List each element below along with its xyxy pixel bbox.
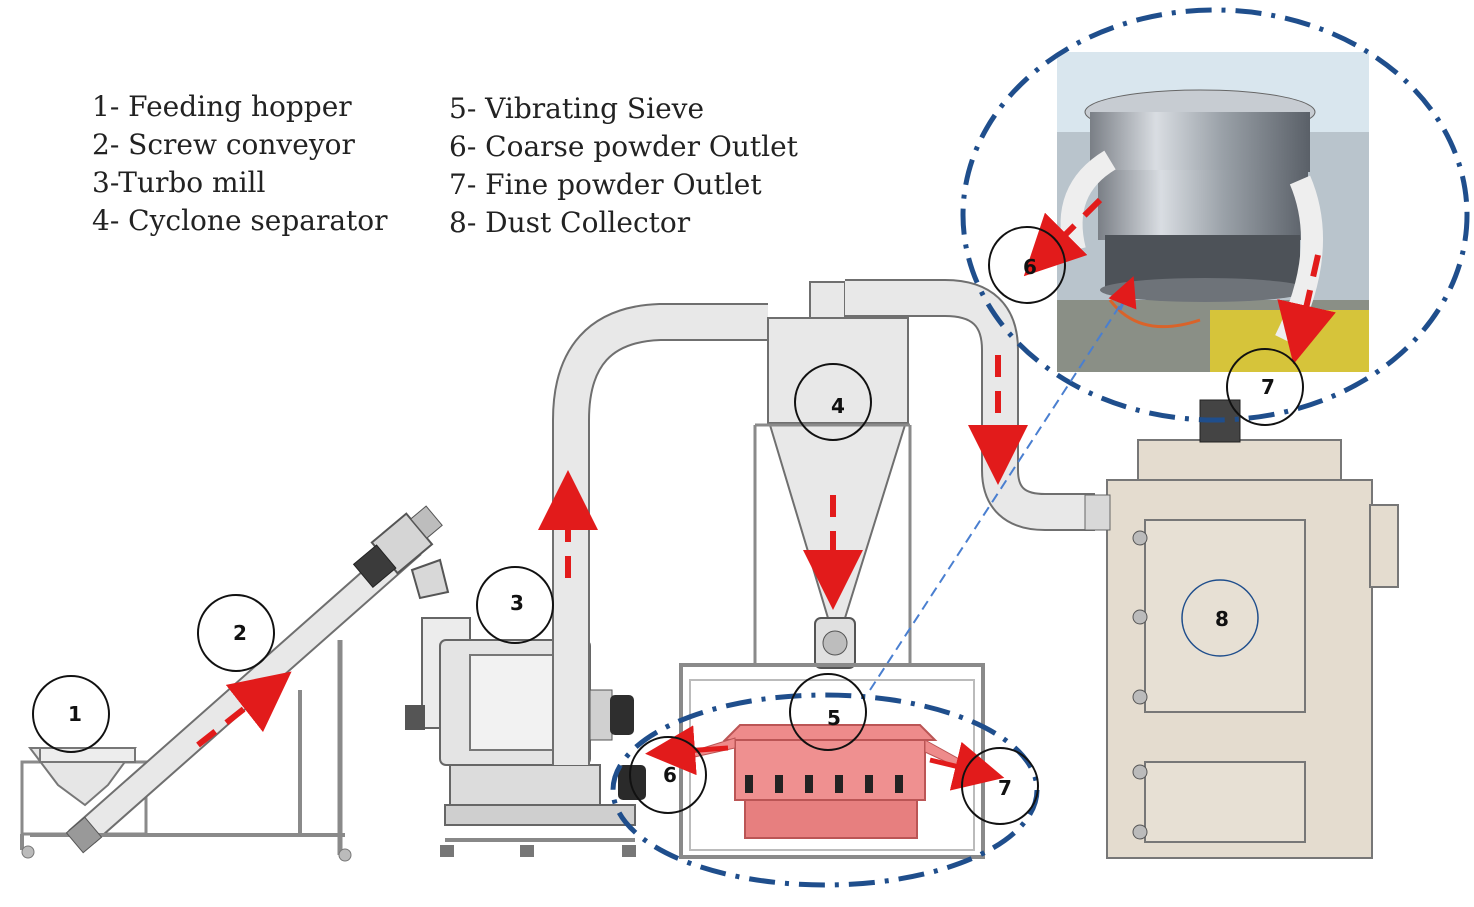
marker-circle-3	[476, 566, 554, 644]
marker-label-7-inset: 7	[1261, 375, 1275, 399]
marker-circle-5	[789, 673, 867, 751]
marker-circle-7-inset	[1226, 348, 1304, 426]
marker-label-6-inset: 6	[1023, 255, 1037, 279]
legend-item: 3-Turbo mill	[92, 166, 266, 199]
pipe-cyclone-to-collector	[845, 281, 1095, 529]
screw-conveyor	[30, 505, 450, 862]
sieve-photo-inset	[1057, 52, 1369, 372]
dust-collector	[1084, 399, 1399, 859]
legend-left-column: 1- Feeding hopper 2- Screw conveyor 3-Tu…	[92, 88, 388, 240]
legend-item: 4- Cyclone separator	[92, 204, 388, 237]
marker-label-4: 4	[831, 394, 845, 418]
legend-item: 5- Vibrating Sieve	[449, 92, 705, 125]
cyclone-separator	[753, 281, 912, 669]
fine-outlet-arrow	[929, 741, 1005, 791]
turbo-mill	[405, 617, 646, 857]
marker-label-3: 3	[510, 591, 524, 615]
legend-item: 2- Screw conveyor	[92, 128, 355, 161]
marker-circle-2	[197, 594, 275, 672]
legend-item: 1- Feeding hopper	[92, 90, 352, 123]
legend-item: 6- Coarse powder Outlet	[449, 130, 798, 163]
legend-right-column: 5- Vibrating Sieve 6- Coarse powder Outl…	[449, 90, 798, 242]
vibrating-sieve	[689, 724, 971, 839]
legend-item: 8- Dust Collector	[449, 206, 691, 239]
marker-circle-1	[32, 675, 110, 753]
marker-label-1: 1	[68, 702, 82, 726]
marker-circle-6-lower	[629, 736, 707, 814]
flow-arrows	[196, 197, 1336, 748]
marker-circle-4	[794, 363, 872, 441]
marker-label-5: 5	[827, 706, 841, 730]
pipe-mill-to-cyclone	[554, 305, 768, 765]
inset-callout-circle	[960, 7, 1470, 423]
marker-circle-6-inset	[988, 226, 1066, 304]
legend-item: 7- Fine powder Outlet	[449, 168, 762, 201]
marker-label-8: 8	[1215, 607, 1229, 631]
marker-circle-7-lower	[961, 747, 1039, 825]
marker-label-6-lower: 6	[663, 763, 677, 787]
marker-label-2: 2	[233, 621, 247, 645]
coarse-outlet-arrow	[645, 725, 729, 776]
marker-label-7-lower: 7	[998, 776, 1012, 800]
